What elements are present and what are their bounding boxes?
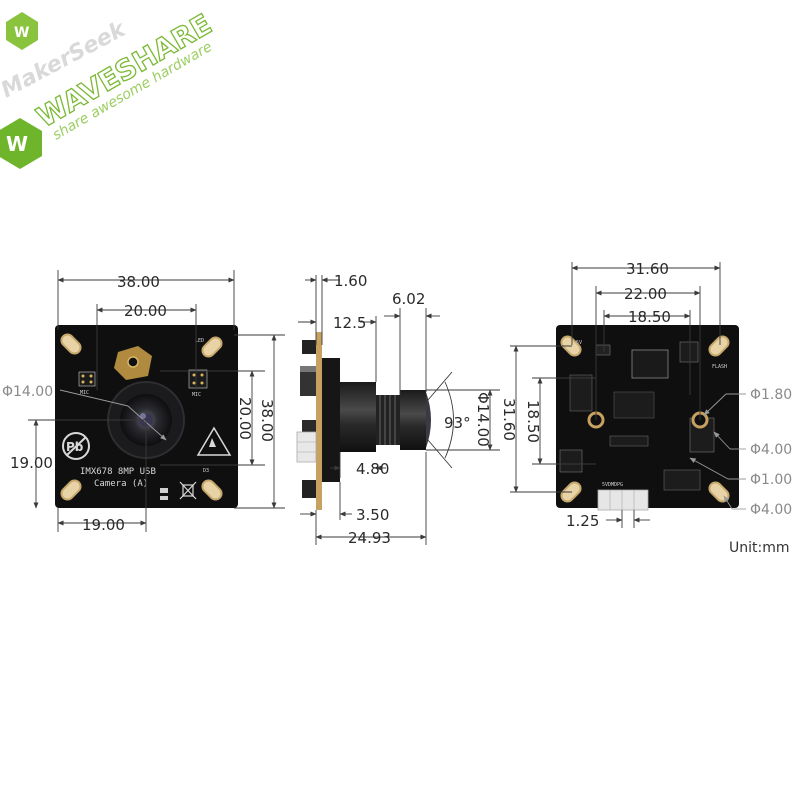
- dim-back-w2: 22.00: [624, 285, 667, 303]
- dim-side-lens-dia: Φ14.00: [474, 392, 492, 447]
- svg-text:W: W: [14, 25, 29, 41]
- silk-model: IMX678 8MP USB: [80, 467, 156, 477]
- silk-5vdm: 5VDMDPG: [602, 482, 623, 488]
- dim-back-d4: Φ4.00: [750, 502, 792, 518]
- dim-back-d3: Φ1.00: [750, 472, 792, 488]
- esd-warning-icon: [196, 426, 232, 456]
- back-pcb: FLASH 5V 5VDMDPG: [556, 325, 739, 511]
- silk-mic1: MIC: [80, 390, 89, 396]
- side-dimensions: 1.60 12.5 6.02 Φ14.00 93° 4.80: [298, 272, 500, 547]
- dim-back-h1: 31.60: [500, 398, 518, 441]
- dim-back-pitch: 1.25: [566, 512, 599, 530]
- lens-front: [400, 390, 426, 450]
- silk-5v: 5V: [576, 340, 582, 346]
- no-pb-icon: Pb: [62, 432, 90, 460]
- side-body: [296, 332, 431, 510]
- header-right: [188, 369, 208, 389]
- back-main-chip: [631, 349, 669, 379]
- side-view: 1.60 12.5 6.02 Φ14.00 93° 4.80: [296, 272, 500, 547]
- dim-side-base: 3.50: [356, 506, 389, 524]
- svg-text:W: W: [6, 132, 28, 156]
- silk-mic2: MIC: [192, 392, 201, 398]
- silk-d3: D3: [203, 468, 209, 474]
- ws-large-badge-icon: W: [0, 118, 42, 169]
- front-pcb: Pb IMX678 8MP USB Camera (A) LED MIC MIC…: [55, 325, 238, 508]
- dim-side-board: 1.60: [334, 272, 367, 290]
- mount-hole-bl: [60, 479, 82, 501]
- back-view: FLASH 5V 5VDMDPG 31.60 22.00 18.50 31.60: [500, 260, 792, 530]
- dim-front-width: 38.00: [117, 273, 160, 291]
- back-connector: [597, 489, 649, 511]
- dim-back-d1: Φ1.80: [750, 387, 792, 403]
- dim-front-center-y: 19.00: [10, 454, 53, 472]
- dim-back-d2: Φ4.00: [750, 442, 792, 458]
- dim-front-center-x: 19.00: [82, 516, 125, 534]
- front-view: Pb IMX678 8MP USB Camera (A) LED MIC MIC…: [2, 270, 285, 534]
- mount-hole-tr: [201, 336, 223, 358]
- dim-side-depth2: 6.02: [392, 290, 425, 308]
- dim-side-total: 24.93: [348, 529, 391, 547]
- header-left: [78, 371, 96, 387]
- ws-small-badge-icon: W: [6, 12, 38, 50]
- weee-bin-icon: [179, 481, 197, 500]
- dim-side-mid: 4.80: [356, 460, 389, 478]
- dim-side-fov: 93°: [444, 414, 471, 432]
- lens-holder: [322, 358, 340, 482]
- dim-front-hole-y: 20.00: [236, 397, 254, 440]
- side-connector: [296, 431, 317, 463]
- dim-back-w3: 18.50: [628, 308, 671, 326]
- side-pcb: [316, 332, 322, 510]
- dim-back-w1: 31.60: [626, 260, 669, 278]
- dim-side-depth1: 12.5: [333, 314, 366, 332]
- silk-led: LED: [195, 338, 204, 344]
- mount-hole-br: [201, 479, 223, 501]
- dim-front-hole-dia: Φ14.00: [2, 384, 53, 400]
- silk-flash: FLASH: [712, 364, 727, 370]
- waveshare-logo: W MakerSeek W WAVESHARE share awesome ha…: [0, 7, 218, 169]
- unit-label: Unit:mm: [729, 540, 790, 556]
- front-dimensions: 38.00 20.00 38.00 20.00 Φ14.00 19.00 19.…: [2, 270, 285, 534]
- back-dimensions: 31.60 22.00 18.50 31.60 18.50 Φ1.80 Φ4.0…: [500, 260, 792, 530]
- dim-front-hole-x: 20.00: [124, 302, 167, 320]
- dim-back-h2: 18.50: [524, 400, 542, 443]
- dim-front-height: 38.00: [258, 399, 276, 442]
- silk-name: Camera (A): [94, 479, 148, 489]
- back-hole-tr: [708, 335, 730, 357]
- mount-hole-tl: [60, 333, 82, 355]
